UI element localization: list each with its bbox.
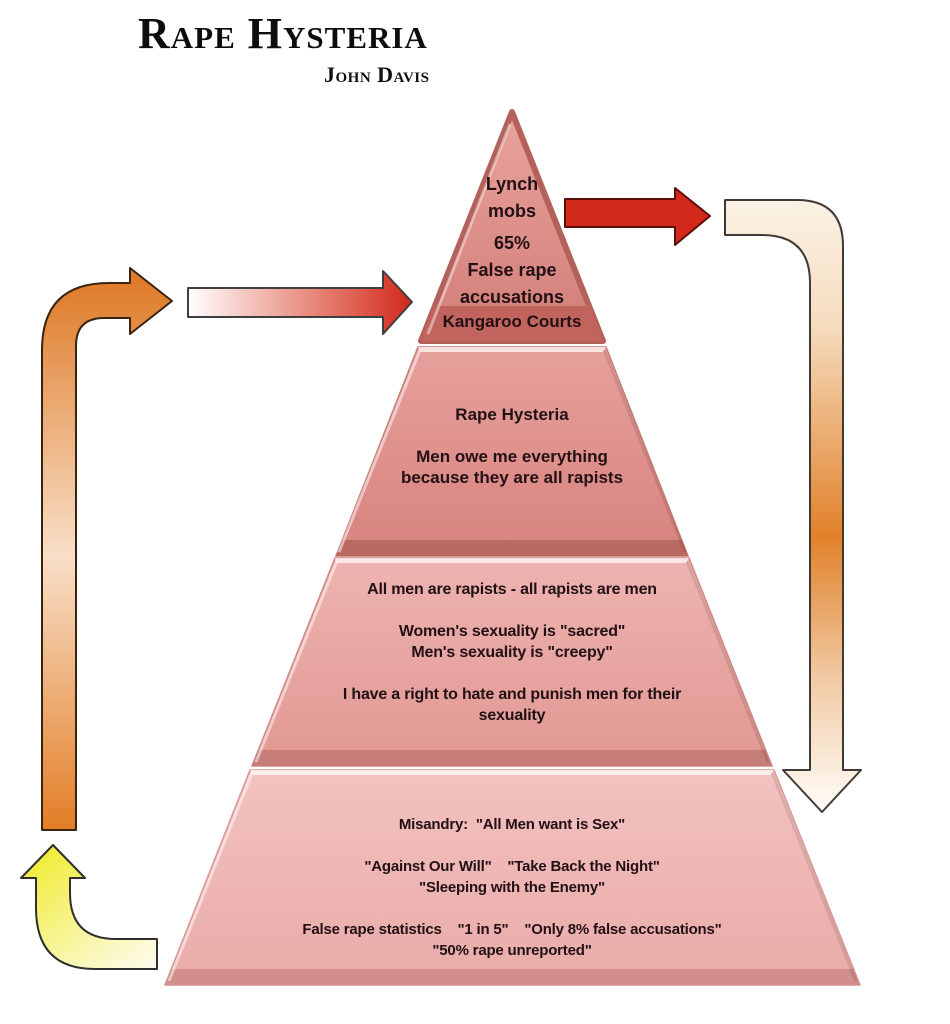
cycle-arrow-left-ascending	[41, 267, 173, 831]
level3-text: All men are rapists - all rapists are me…	[342, 581, 682, 724]
pyramid-level-1	[418, 109, 606, 344]
pyramid-level-4	[163, 769, 862, 986]
author-byline: John Davis	[324, 62, 430, 87]
cycle-arrow-right-descending	[724, 199, 862, 813]
level2-text: Rape Hysteria Men owe me everything beca…	[400, 405, 624, 487]
level1-text-lynch-mobs: Lynch mobs	[485, 174, 539, 221]
level1-text-false-rape: 65% False rape accusations	[459, 233, 565, 307]
page-title: Rape Hysteria	[138, 9, 428, 58]
input-arrow-left	[187, 270, 413, 335]
output-arrow-top-right	[564, 187, 711, 246]
level4-text: Misandry: "All Men want is Sex" "Against…	[302, 816, 722, 959]
cycle-arrow-bottom-up	[20, 844, 158, 970]
level1-text-kangaroo: Kangaroo Courts	[442, 312, 582, 331]
pyramid-level-3	[250, 557, 774, 767]
pyramid-level-2	[334, 346, 690, 557]
